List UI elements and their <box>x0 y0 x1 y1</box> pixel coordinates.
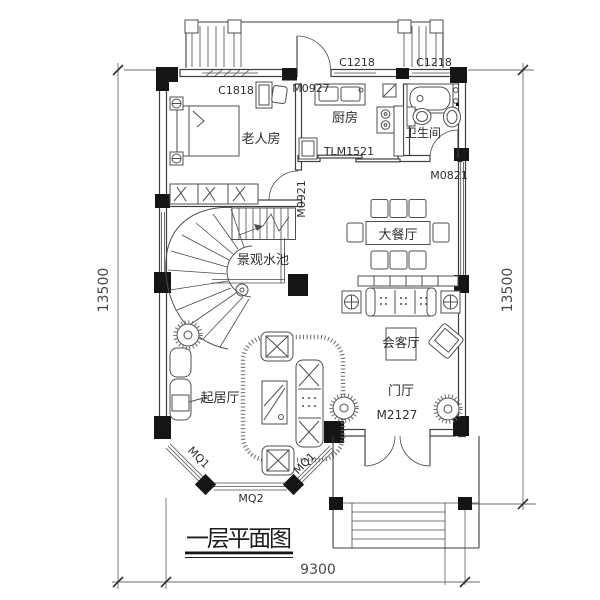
coffee-table-icon <box>261 380 288 425</box>
dining-table-icon <box>365 221 431 245</box>
window-seat-icon <box>169 347 208 421</box>
sink-icon <box>314 83 366 106</box>
elder-room-furniture <box>169 81 288 205</box>
bay-window-mq1-left-icon <box>165 443 204 482</box>
loveseat-icon <box>295 359 324 448</box>
spiral-staircase-icon <box>165 206 296 350</box>
label-dining: 大餐厅 <box>378 227 417 243</box>
room-labels: 老人房 厨房 卫生间 大餐厅 景观水池 会客厅 门厅 起居厅 <box>200 110 441 406</box>
dimension-annotations: 13500 13500 9300 <box>96 63 536 589</box>
label-m2127: M2127 <box>377 408 418 422</box>
title-block: 一层平面图 <box>185 526 293 558</box>
sliding-door-tlm1521-icon <box>317 154 401 163</box>
plants <box>173 320 463 424</box>
bathroom-fixtures <box>406 83 461 128</box>
desk-icon <box>255 81 288 109</box>
counter-icon <box>393 105 404 157</box>
label-m0921: M0921 <box>295 180 308 218</box>
corner-cabinet-icon <box>382 83 397 98</box>
steps-icon <box>352 511 445 540</box>
washbasin-icon <box>443 103 461 128</box>
label-living: 起居厅 <box>200 391 239 406</box>
door-m2127-icon <box>364 435 431 467</box>
armchair-icon <box>261 445 295 476</box>
reception-armchair-icon <box>428 323 464 359</box>
nightstand-icon <box>169 151 184 166</box>
reception-table-icon <box>385 327 417 361</box>
bay-window-mq2-icon <box>214 482 287 491</box>
label-c1218-bath: C1218 <box>416 56 452 69</box>
door-m0927-icon <box>296 35 331 70</box>
console-table-icon <box>357 275 459 287</box>
walls <box>154 67 469 496</box>
label-m0927: M0927 <box>292 82 330 95</box>
balcony <box>184 19 444 68</box>
stair-direction-arrow-icon <box>238 213 290 236</box>
dimension-right: 13500 <box>500 268 516 313</box>
door-m0821-icon <box>429 129 459 159</box>
label-c1218-kitchen: C1218 <box>339 56 375 69</box>
nightstand-icon <box>169 96 184 111</box>
plant-icon <box>173 320 203 350</box>
sofa-icon <box>365 287 437 317</box>
fridge-icon <box>298 137 318 160</box>
balcony-rail-right-icon <box>397 19 444 67</box>
side-table-lamp-icon <box>440 290 461 314</box>
stove-icon <box>376 106 395 134</box>
dimension-left: 13500 <box>96 268 112 313</box>
label-reception: 会客厅 <box>382 335 420 350</box>
dining-furniture <box>346 199 450 270</box>
window-left-wall-icon <box>161 212 165 274</box>
dimension-bottom: 9300 <box>300 562 336 578</box>
plant-icon <box>329 393 359 423</box>
label-bathroom: 卫生间 <box>405 126 441 140</box>
label-mq2: MQ2 <box>238 492 263 505</box>
bed-icon <box>176 105 240 157</box>
label-m0821: M0821 <box>430 169 468 182</box>
side-table-lamp-icon <box>341 290 362 314</box>
plant-icon <box>433 394 463 424</box>
pond-border <box>212 238 285 284</box>
label-pond: 景观水池 <box>237 253 289 268</box>
wardrobe-icon <box>169 183 259 205</box>
entrance-porch <box>329 436 480 549</box>
label-tlm1521: TLM1521 <box>323 145 374 158</box>
window-right-wall-icon <box>460 162 464 277</box>
label-mq1-right: MQ1 <box>291 450 318 477</box>
dining-chair-icon <box>346 199 450 270</box>
reception-sofa-group <box>341 275 464 361</box>
armchair-icon <box>260 331 294 362</box>
balcony-rail-left-icon <box>184 19 242 67</box>
label-c1818: C1818 <box>218 84 254 97</box>
label-foyer: 门厅 <box>388 384 414 399</box>
toilet-icon <box>406 106 432 127</box>
window-c1818-icon <box>202 69 258 77</box>
kitchen-fixtures <box>298 83 404 160</box>
doors <box>268 35 459 467</box>
label-elder-room: 老人房 <box>241 131 280 147</box>
door-m0921-icon <box>268 170 299 201</box>
label-kitchen: 厨房 <box>332 110 358 126</box>
plan-title: 一层平面图 <box>186 526 292 552</box>
